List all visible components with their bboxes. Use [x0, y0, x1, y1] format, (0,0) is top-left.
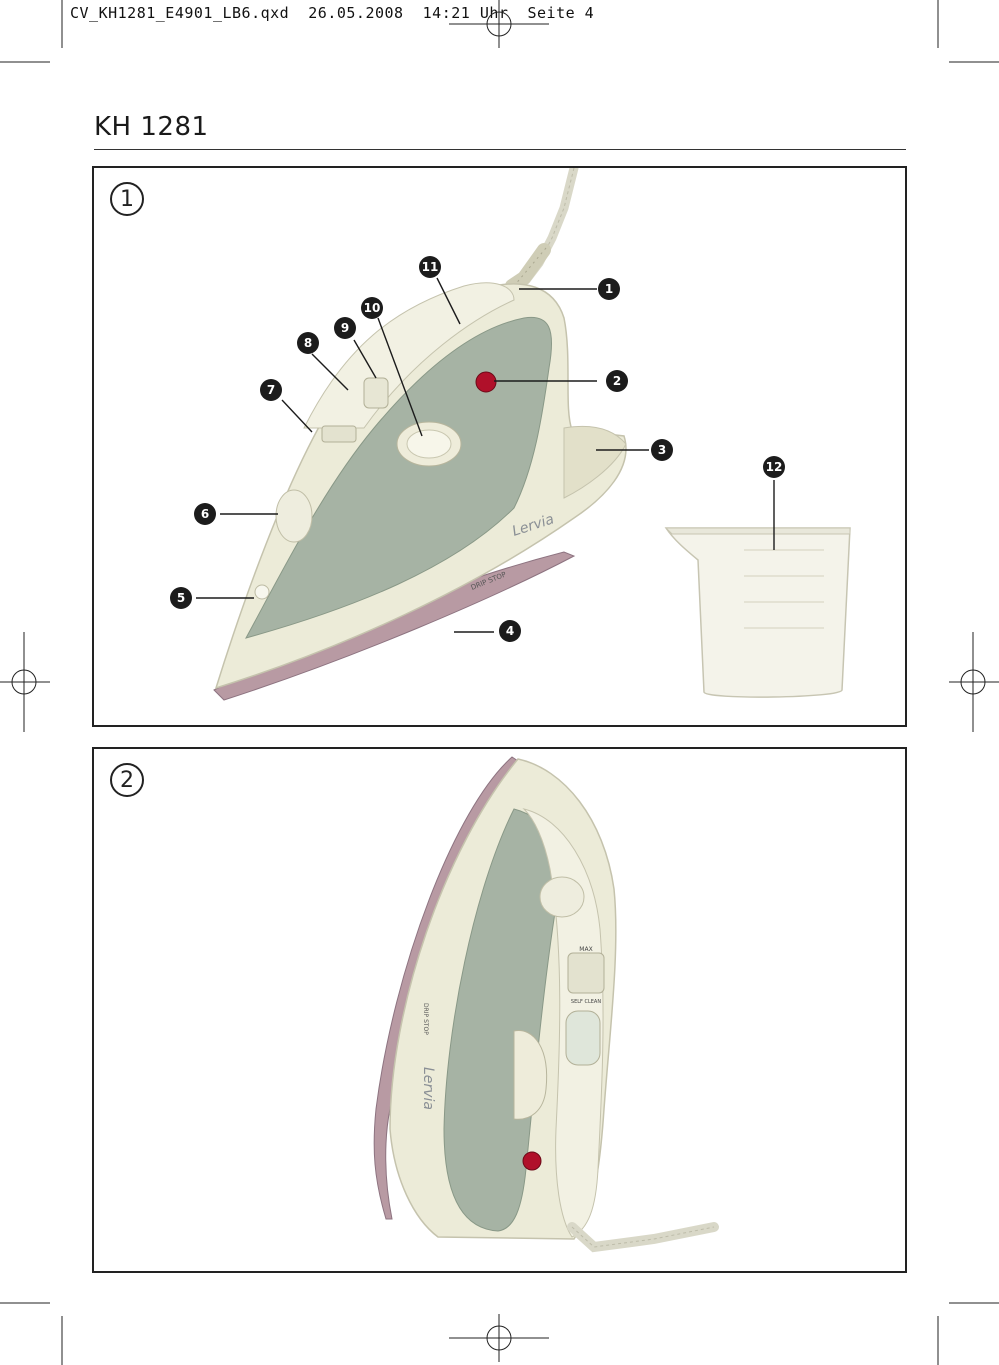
- model-title: KH 1281: [94, 112, 209, 142]
- self-clean-label: SELF CLEAN: [571, 999, 601, 1005]
- iron-brand-text: Lervia: [420, 1067, 436, 1110]
- heel-rest: [563, 425, 627, 499]
- steam-selector: [321, 425, 357, 443]
- shot-of-steam-button: [363, 377, 389, 409]
- callout-5: 5: [170, 587, 192, 609]
- callout-12: 12: [763, 456, 785, 478]
- callout-3: 3: [651, 439, 673, 461]
- callout-7: 7: [260, 379, 282, 401]
- callout-8: 8: [297, 332, 319, 354]
- handle: [303, 282, 515, 429]
- tank-window: [244, 316, 552, 639]
- figure-1-illustration: Lervia DRIP STOP: [196, 168, 851, 701]
- drip-stop-text: DRIP STOP: [422, 1003, 429, 1035]
- spray-button: [275, 489, 313, 543]
- printer-slug-line: CV_KH1281_E4901_LB6.qxd 26.05.2008 14:21…: [70, 4, 595, 22]
- spray-nozzle: [254, 584, 270, 600]
- indicator-lamp: [475, 371, 497, 393]
- measuring-cup: [664, 527, 851, 698]
- registration-mark-left: [0, 632, 50, 732]
- spray-button: [539, 876, 585, 918]
- leader-lines: [196, 277, 775, 633]
- indicator-lamp: [522, 1151, 542, 1171]
- callout-9: 9: [334, 317, 356, 339]
- registration-mark-right: [949, 632, 999, 732]
- callout-4: 4: [499, 620, 521, 642]
- shot-of-steam-button: [565, 1010, 601, 1066]
- figure-2-illustration: MAX SELF CLEAN Lervia DRIP STOP: [373, 756, 719, 1253]
- registration-mark-bottom: [449, 1314, 549, 1362]
- title-rule: [94, 149, 906, 150]
- callout-11: 11: [419, 256, 441, 278]
- callout-6: 6: [194, 503, 216, 525]
- callout-10: 10: [361, 297, 383, 319]
- tank-window: [443, 808, 559, 1232]
- figure-1-panel: 1 Lervia DRIP STOP: [92, 166, 907, 727]
- figure-1-number: 1: [110, 182, 144, 216]
- figure-2-panel: 2 MAX SELF CLEAN Lervia DRIP STOP: [92, 747, 907, 1273]
- callout-2: 2: [606, 370, 628, 392]
- power-cord: [505, 168, 579, 293]
- temperature-dial: [513, 1030, 548, 1120]
- callout-1: 1: [598, 278, 620, 300]
- max-label: MAX: [579, 946, 592, 953]
- steam-selector: [567, 952, 605, 994]
- power-cord: [567, 1222, 719, 1253]
- figure-2-number: 2: [110, 763, 144, 797]
